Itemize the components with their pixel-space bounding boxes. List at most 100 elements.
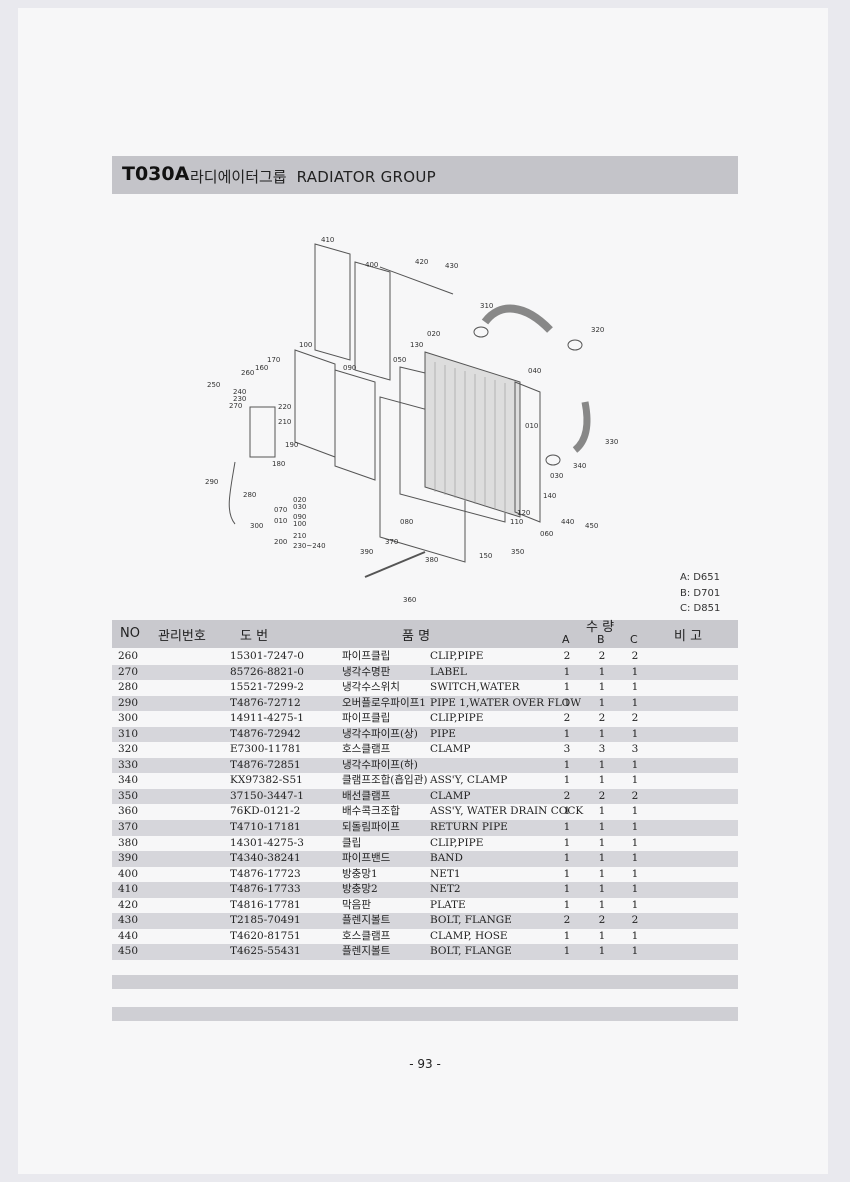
row-qty-c: 1 [631, 867, 639, 880]
callout-label: 110 [510, 518, 523, 526]
row-name-en: BOLT, FLANGE [430, 945, 512, 958]
callout-label: 330 [605, 438, 618, 446]
row-qty-a: 1 [563, 883, 571, 896]
col-qty: 수 량 [586, 620, 615, 635]
callout-label: 380 [425, 556, 438, 564]
row-no: 360 [118, 805, 139, 818]
callout-label: 030 [293, 503, 306, 511]
row-qty-b: 1 [598, 821, 606, 834]
callout-label: 050 [393, 356, 406, 364]
group-title-en: RADIATOR GROUP [296, 168, 436, 186]
callout-label: 240 [233, 388, 246, 396]
row-no: 440 [118, 929, 139, 942]
upper-hose-shape [481, 304, 553, 333]
row-name-kr: 막음판 [342, 898, 371, 911]
row-name-kr: 파이프클립 [342, 650, 391, 662]
row-qty-b: 3 [598, 743, 606, 756]
row-qty-b: 1 [598, 883, 606, 896]
callout-label: 360 [403, 596, 416, 604]
overflow-pipe-shape [228, 461, 236, 525]
row-part-number: 85726-8821-0 [230, 665, 304, 678]
row-part-number: E7300-11781 [230, 743, 302, 756]
row-qty-c: 1 [631, 821, 639, 834]
row-name-en: SWITCH,WATER [430, 681, 520, 694]
row-qty-a: 1 [563, 836, 571, 849]
row-qty-a: 1 [563, 696, 571, 709]
row-name-en: CLAMP, HOSE [430, 929, 508, 942]
col-remark: 비 고 [674, 629, 703, 644]
row-no: 280 [118, 681, 139, 694]
row-name-kr: 방충망2 [342, 883, 378, 896]
callout-label: 070 [274, 506, 287, 514]
row-qty-a: 2 [563, 712, 571, 725]
callout-label: 400 [365, 261, 378, 269]
row-qty-a: 1 [563, 758, 571, 771]
row-part-number: KX97382-S51 [230, 774, 303, 787]
blank-row [112, 1007, 738, 1021]
plate-420-shape [379, 266, 454, 295]
row-qty-c: 1 [631, 852, 639, 865]
row-part-number: T4816-17781 [230, 898, 301, 911]
callout-label: 210 [278, 418, 291, 426]
row-part-number: T4620-81751 [230, 929, 301, 942]
row-name-en: NET2 [430, 883, 461, 896]
callout-label: 090 [293, 513, 306, 521]
row-name-en: NET1 [430, 867, 461, 880]
row-qty-c: 1 [631, 929, 639, 942]
row-name-en: CLAMP [430, 743, 471, 756]
col-drawing: 도 번 [240, 629, 269, 644]
callout-label: 250 [207, 381, 220, 389]
row-part-number: 15521-7299-2 [230, 681, 304, 694]
row-no: 270 [118, 665, 139, 678]
row-name-en: RETURN PIPE [430, 821, 508, 834]
callout-label: 320 [591, 326, 604, 334]
row-qty-a: 2 [563, 650, 571, 662]
callout-label: 260 [241, 369, 254, 377]
callout-label: 210 [293, 532, 306, 540]
row-name-en: CLIP,PIPE [430, 836, 484, 849]
row-name-en: CLAMP [430, 789, 471, 802]
row-qty-a: 1 [563, 665, 571, 678]
callout-label: 040 [528, 367, 541, 375]
row-part-number: 14301-4275-3 [230, 836, 304, 849]
callout-label: 430 [445, 262, 458, 270]
shroud-2-shape [334, 369, 376, 481]
blank-row [112, 975, 738, 989]
col-c: C [630, 633, 638, 646]
row-part-number: T4876-72712 [230, 696, 301, 709]
callout-label: 190 [285, 441, 298, 449]
callout-label: 280 [243, 491, 256, 499]
row-no: 420 [118, 898, 139, 911]
callout-label: 340 [573, 462, 586, 470]
row-qty-b: 2 [598, 650, 606, 662]
row-name-kr: 파이프클립 [342, 712, 391, 725]
row-qty-a: 1 [563, 681, 571, 694]
row-name-en: ASS'Y, WATER DRAIN COCK [430, 805, 584, 818]
callout-label: 130 [410, 341, 423, 349]
row-qty-a: 1 [563, 774, 571, 787]
group-code: T030A [122, 163, 190, 185]
callout-label: 020 [293, 496, 306, 504]
callout-label: 060 [540, 530, 553, 538]
row-name-kr: 호스클램프 [342, 743, 391, 756]
page-number: - 93 - [409, 1057, 441, 1071]
callout-label: 290 [205, 478, 218, 486]
row-no: 370 [118, 821, 139, 834]
row-part-number: T4876-72851 [230, 758, 301, 771]
row-name-en: ASS'Y, CLAMP [430, 774, 508, 787]
row-qty-a: 1 [563, 929, 571, 942]
net-410-shape [314, 243, 351, 361]
row-part-number: 76KD-0121-2 [230, 805, 301, 818]
row-qty-b: 1 [598, 836, 606, 849]
callout-label: 100 [293, 520, 306, 528]
